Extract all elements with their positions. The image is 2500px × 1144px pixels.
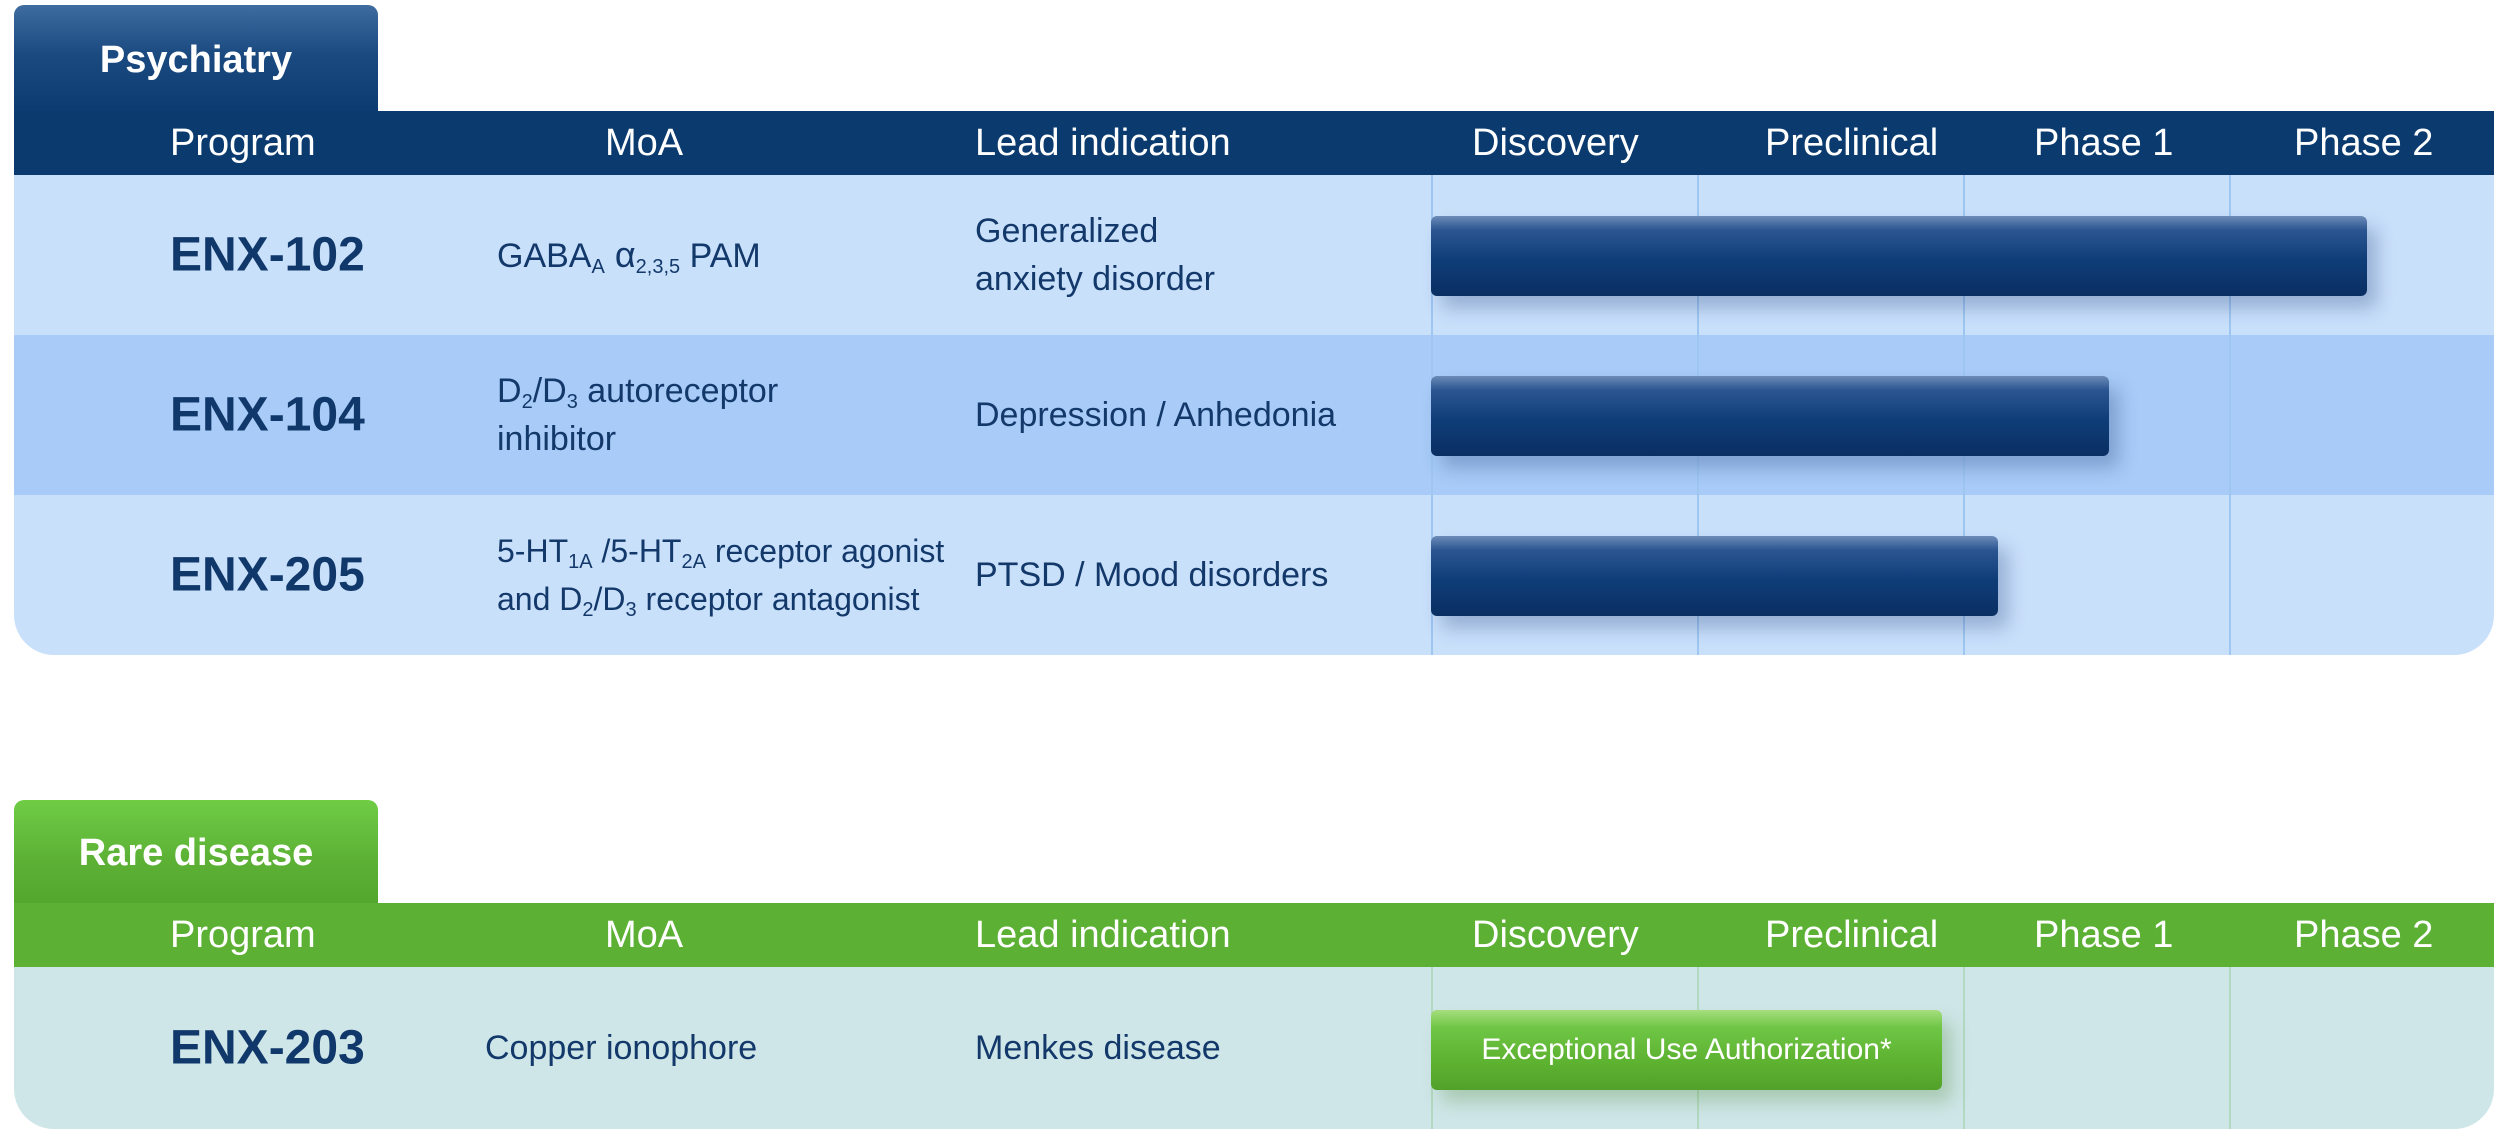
psychiatry-tab-label: Psychiatry bbox=[99, 39, 293, 81]
psychiatry-section: Psychiatry Program MoA Lead indication D… bbox=[14, 0, 2494, 660]
rare-disease-header-row: Program MoA Lead indication Discovery Pr… bbox=[14, 903, 2494, 967]
rare-disease-section: Rare disease Program MoA Lead indication… bbox=[14, 800, 2494, 1140]
psychiatry-table-body: ENX-102 GABAA α2,3,5 PAM Generalized anx… bbox=[14, 175, 2494, 655]
program-name: ENX-205 bbox=[170, 548, 365, 602]
header-discovery: Discovery bbox=[1472, 122, 1639, 164]
header-phase2: Phase 2 bbox=[2294, 914, 2434, 956]
header-moa: MoA bbox=[605, 122, 684, 164]
header-moa: MoA bbox=[605, 914, 684, 956]
progress-bar-enx-205 bbox=[1431, 536, 1998, 616]
program-name: ENX-104 bbox=[170, 388, 365, 442]
header-phase1: Phase 1 bbox=[2034, 122, 2174, 164]
rare-disease-tab[interactable]: Rare disease bbox=[14, 800, 378, 910]
stage-divider bbox=[2229, 967, 2231, 1129]
header-discovery: Discovery bbox=[1472, 914, 1639, 956]
header-phase1: Phase 1 bbox=[2034, 914, 2174, 956]
program-name: ENX-203 bbox=[170, 1021, 365, 1075]
table-row: ENX-203 Copper ionophore Menkes disease bbox=[14, 967, 2494, 1129]
header-program: Program bbox=[170, 122, 316, 164]
indication-text: Menkes disease bbox=[975, 1029, 1221, 1067]
header-lead-indication: Lead indication bbox=[975, 122, 1231, 164]
indication-text: Generalized anxiety disorder bbox=[975, 212, 1216, 298]
table-row: ENX-104 D2/D3 autoreceptor inhibitor Dep… bbox=[14, 335, 2494, 495]
table-row: ENX-205 5-HT1A /5-HT2A receptor agonist … bbox=[14, 495, 2494, 655]
progress-bar-enx-203: Exceptional Use Authorization* bbox=[1431, 1010, 1942, 1090]
moa-text: GABAA α2,3,5 PAM bbox=[497, 234, 761, 278]
progress-bar-enx-102 bbox=[1431, 216, 2367, 296]
stage-divider bbox=[2229, 175, 2231, 655]
header-lead-indication: Lead indication bbox=[975, 914, 1231, 956]
psychiatry-tab[interactable]: Psychiatry bbox=[14, 5, 378, 115]
header-program: Program bbox=[170, 914, 316, 956]
indication-text: PTSD / Mood disorders bbox=[975, 556, 1329, 594]
progress-bar-enx-104 bbox=[1431, 376, 2109, 456]
rare-disease-tab-label: Rare disease bbox=[78, 832, 314, 874]
moa-text: D2/D3 autoreceptor inhibitor bbox=[497, 372, 779, 458]
moa-text: 5-HT1A /5-HT2A receptor agonist and D2/D… bbox=[497, 533, 945, 621]
header-preclinical: Preclinical bbox=[1765, 122, 1939, 164]
header-preclinical: Preclinical bbox=[1765, 914, 1939, 956]
moa-text: Copper ionophore bbox=[485, 1029, 758, 1067]
indication-text: Depression / Anhedonia bbox=[975, 396, 1337, 434]
psychiatry-header-row: Program MoA Lead indication Discovery Pr… bbox=[14, 111, 2494, 175]
rare-disease-table-body: ENX-203 Copper ionophore Menkes disease … bbox=[14, 967, 2494, 1129]
program-name: ENX-102 bbox=[170, 228, 365, 282]
header-phase2: Phase 2 bbox=[2294, 122, 2434, 164]
stage-divider bbox=[1963, 967, 1965, 1129]
